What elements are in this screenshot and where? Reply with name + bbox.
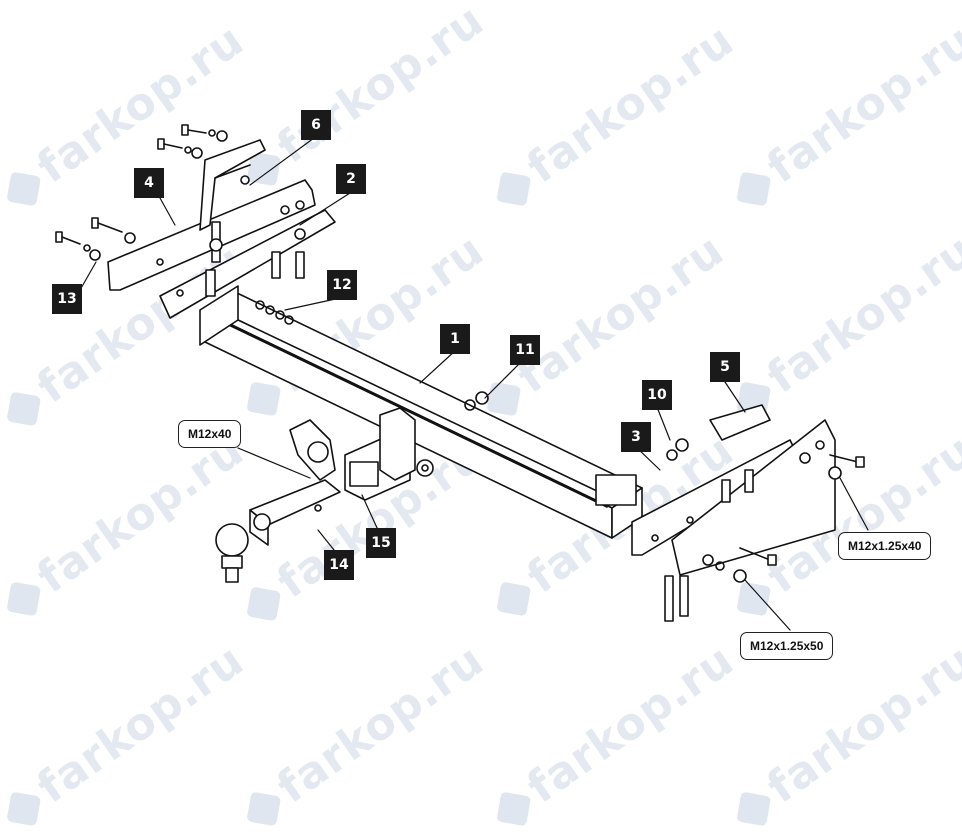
callout-part-4: 4 [134,168,164,198]
callout-part-3: 3 [621,422,651,452]
right-bolts [702,454,865,583]
crossbar-beam [199,285,643,539]
bolt-spec-label: M12x1.25x40 [838,532,932,560]
diagram-canvas: farkop.ru farkop.ru farkop.ru farkop.ru … [6,0,962,827]
callout-part-5: 5 [710,352,740,382]
leader-lines [79,137,869,631]
callout-part-2: 2 [336,164,366,194]
right-brackets [595,404,836,622]
center-nut [464,391,489,411]
spacer-nuts [255,300,294,325]
callout-part-6: 6 [301,110,331,140]
callout-part-12: 12 [327,270,357,300]
callout-part-14: 14 [324,550,354,580]
towbar-exploded-drawing [55,124,869,631]
callout-part-1: 1 [440,324,470,354]
callout-part-15: 15 [366,528,396,558]
left-bolts [55,124,306,297]
bolt-spec-label: M12x1.25x50 [740,632,834,660]
callout-part-13: 13 [52,284,82,314]
ball-mount [215,479,341,583]
callout-part-11: 11 [510,335,540,365]
receiver-hitch [344,407,434,501]
bolt-spec-label: M12x40 [178,420,242,448]
callout-part-10: 10 [642,380,672,410]
socket-bracket [289,419,336,481]
